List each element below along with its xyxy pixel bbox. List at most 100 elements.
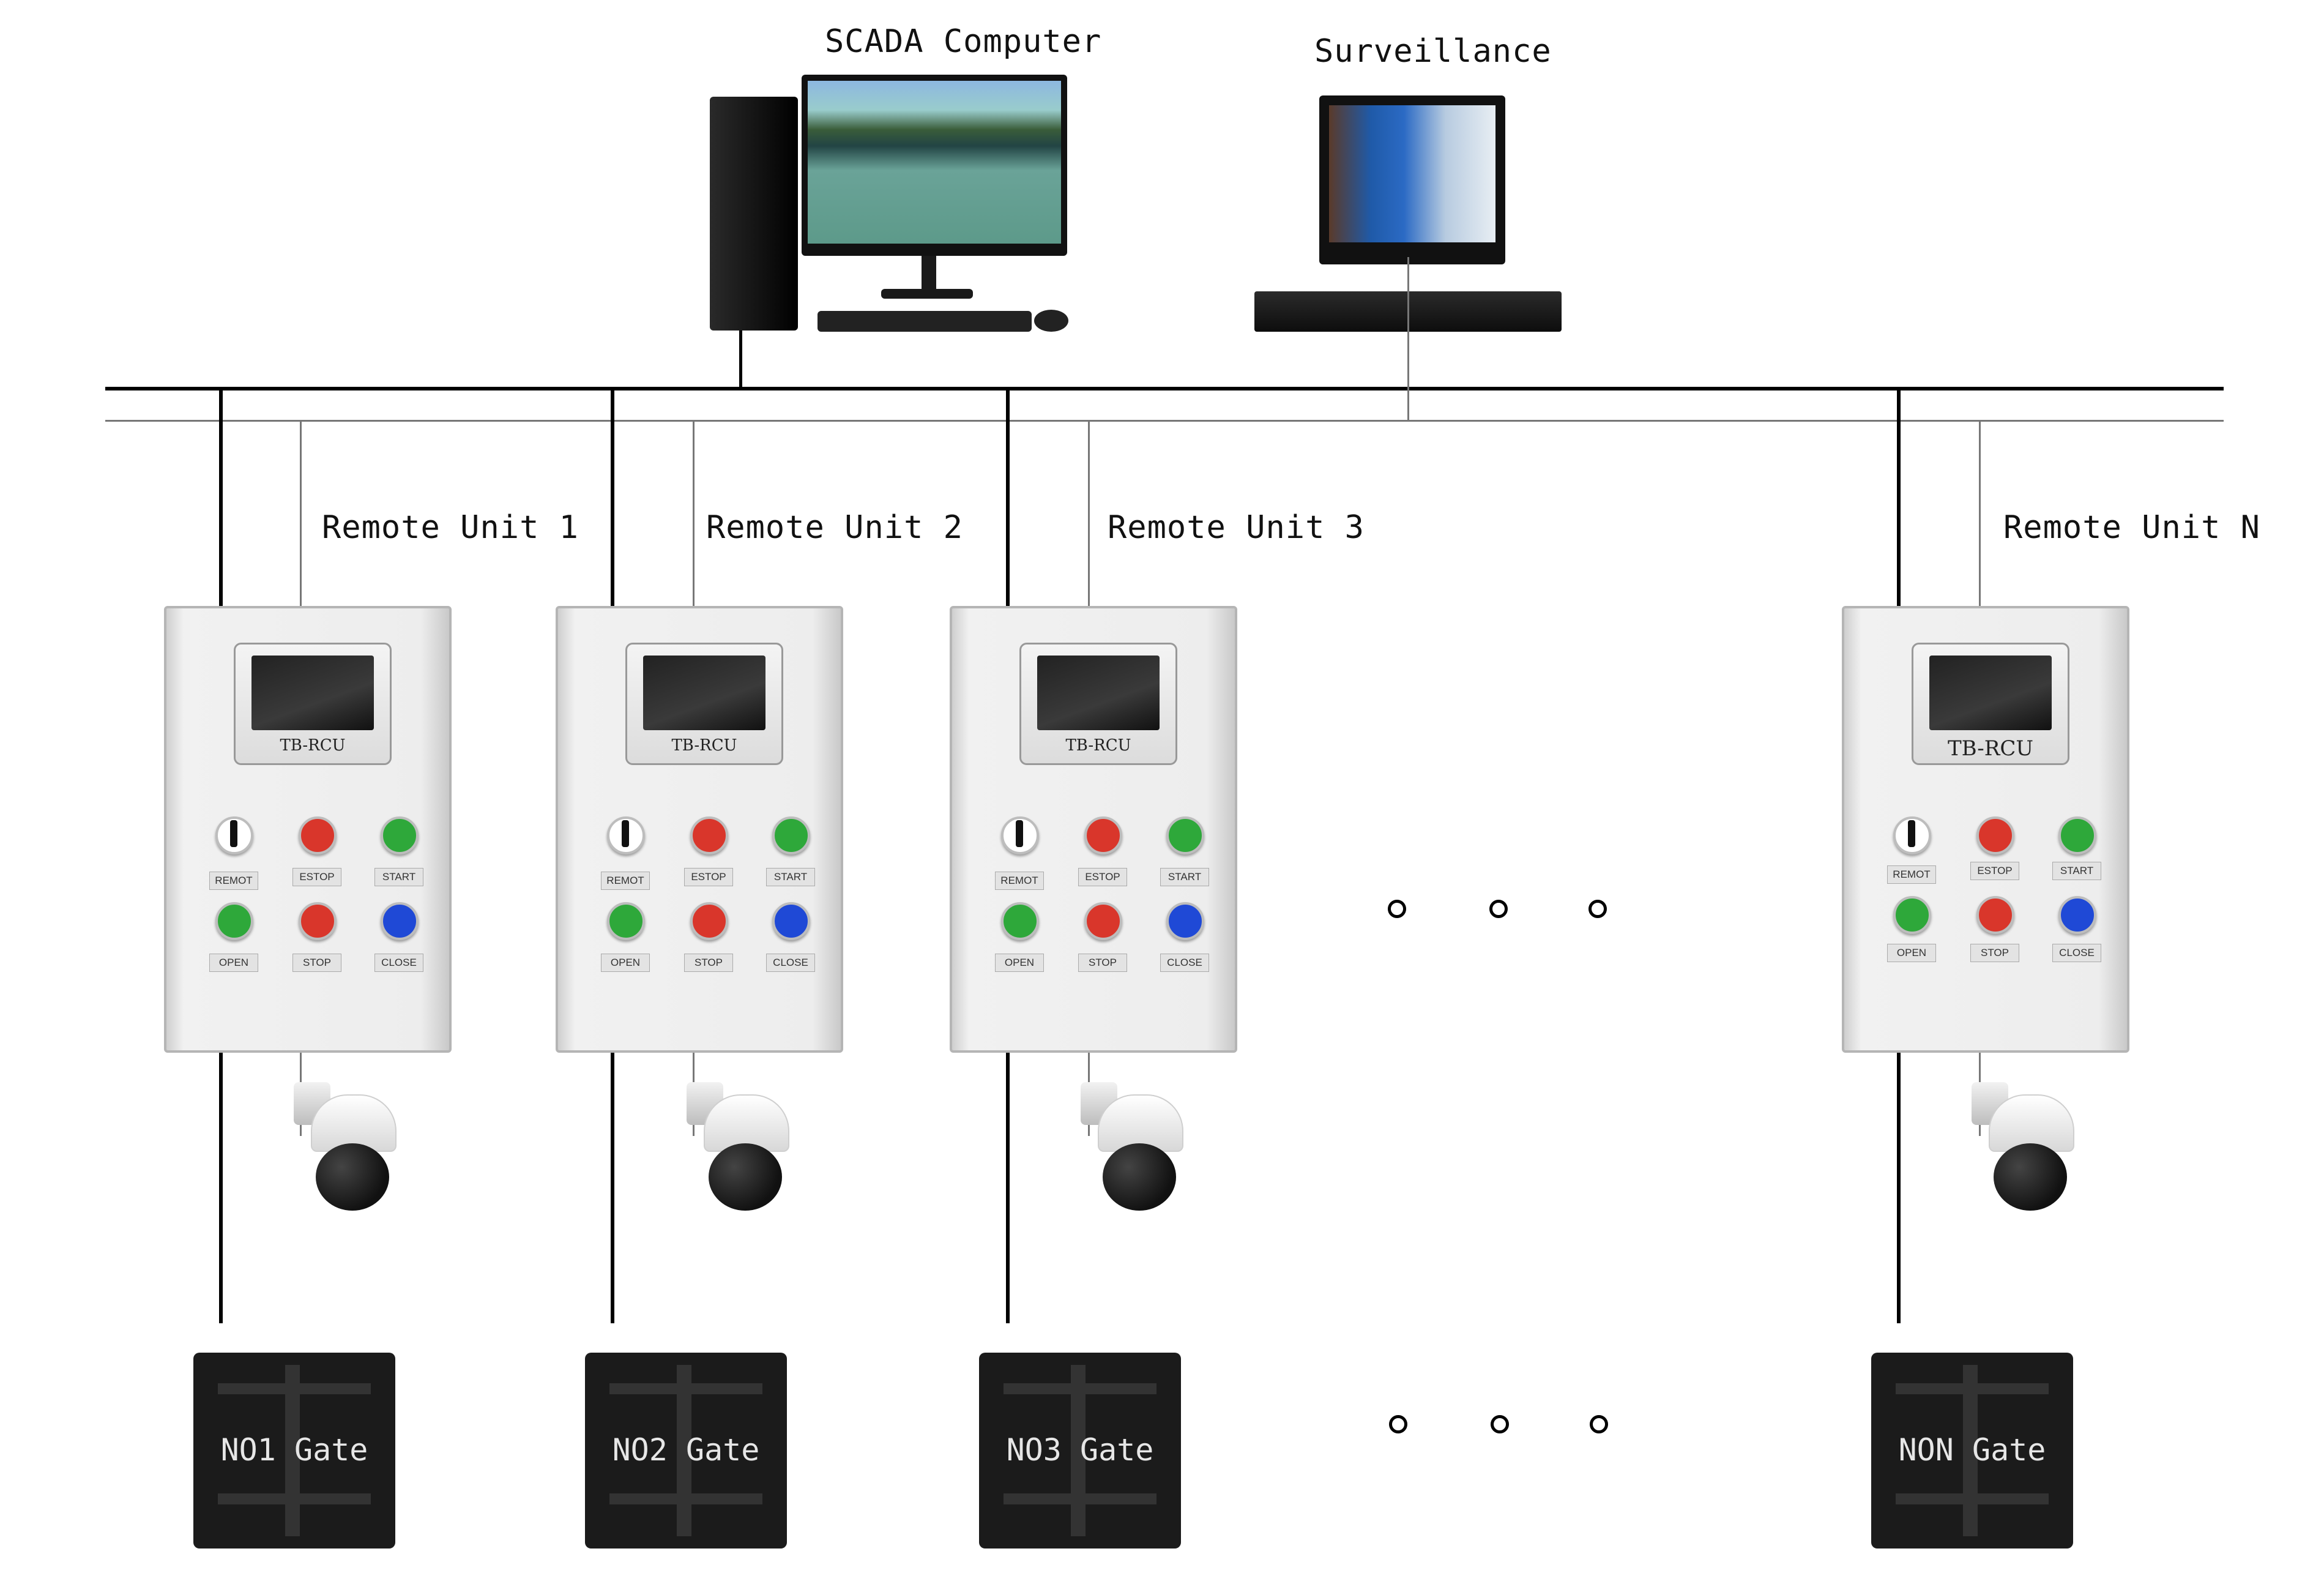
surveillance-label: Surveillance (1314, 33, 1552, 70)
start-button (772, 816, 810, 854)
remote-label: REMOT (995, 872, 1044, 890)
ellipsis-dot (1588, 900, 1607, 918)
stop-button (299, 902, 337, 940)
open-button (215, 902, 253, 940)
gate-1-label: NO1 Gate (220, 1432, 368, 1468)
surveillance-monitor (1319, 95, 1505, 264)
gate-1: NO1 Gate (193, 1340, 395, 1549)
remote-unit-n-panel: TB-RCU REMOT ESTOP START OPEN STOP CLOSE (1842, 606, 2129, 1053)
ellipsis-dot (1389, 1415, 1407, 1433)
hmi-label: TB-RCU (280, 736, 346, 755)
open-button (1893, 896, 1931, 934)
start-button (381, 816, 419, 854)
hmi-label: TB-RCU (1947, 736, 2034, 761)
remote-selector-switch (215, 816, 253, 854)
remote-label: REMOT (601, 872, 650, 890)
estop-label: ESTOP (292, 868, 341, 886)
estop-label: ESTOP (1970, 862, 2019, 880)
ellipsis-dot (1388, 900, 1406, 918)
start-button (2058, 816, 2096, 854)
close-button (381, 902, 419, 940)
start-label: START (1160, 868, 1209, 886)
close-label: CLOSE (2052, 944, 2101, 962)
remote-selector-switch (1893, 816, 1931, 854)
estop-label: ESTOP (1078, 868, 1127, 886)
remote-unit-2-label: Remote Unit 2 (706, 509, 963, 546)
remote-unit-n-label: Remote Unit N (2003, 509, 2260, 546)
remote-label: REMOT (1887, 865, 1936, 884)
remote-unit-3-panel: TB-RCU REMOT ESTOP START OPEN STOP CLOSE (950, 606, 1237, 1053)
stop-button (690, 902, 728, 940)
ptz-camera-3 (1081, 1082, 1185, 1211)
close-label: CLOSE (374, 954, 423, 972)
pc-monitor (802, 75, 1067, 256)
ellipsis-dot (1491, 1415, 1509, 1433)
hmi-screen (1037, 656, 1160, 730)
remote-unit-3-label: Remote Unit 3 (1108, 509, 1365, 546)
start-button (1166, 816, 1204, 854)
remote-selector-switch (1001, 816, 1039, 854)
scada-computer-label: SCADA Computer (825, 23, 1102, 60)
network-bus-video (105, 420, 2224, 422)
estop-button (1976, 816, 2014, 854)
remote-selector-switch (607, 816, 645, 854)
ptz-camera-n (1972, 1082, 2076, 1211)
stop-label: STOP (292, 954, 341, 972)
monitor-stand (922, 256, 936, 293)
open-button (1001, 902, 1039, 940)
open-button (607, 902, 645, 940)
scada-screen-image (808, 81, 1061, 244)
remote-unit-1-label: Remote Unit 1 (322, 509, 579, 546)
hmi-panel: TB-RCU (1019, 643, 1177, 765)
hmi-screen (643, 656, 765, 730)
estop-button (299, 816, 337, 854)
close-label: CLOSE (766, 954, 815, 972)
hmi-label: TB-RCU (1065, 736, 1131, 755)
gate-2-label: NO2 Gate (612, 1432, 760, 1468)
gate-n-label: NON Gate (1898, 1432, 2046, 1468)
stop-label: STOP (684, 954, 733, 972)
gate-3: NO3 Gate (979, 1340, 1181, 1549)
mouse (1034, 310, 1068, 332)
stop-button (1084, 902, 1122, 940)
close-label: CLOSE (1160, 954, 1209, 972)
stop-button (1976, 896, 2014, 934)
surveillance-link (1407, 257, 1409, 421)
ellipsis-dot (1590, 1415, 1608, 1433)
hmi-panel: TB-RCU (1912, 643, 2069, 765)
estop-button (690, 816, 728, 854)
pc-tower (710, 97, 798, 331)
open-label: OPEN (209, 954, 258, 972)
open-label: OPEN (995, 954, 1044, 972)
hmi-screen (251, 656, 374, 730)
hmi-label: TB-RCU (671, 736, 737, 755)
remote-label: REMOT (209, 872, 258, 890)
gate-n: NON Gate (1871, 1340, 2073, 1549)
hmi-screen (1929, 656, 2052, 730)
start-label: START (374, 868, 423, 886)
start-label: START (2052, 862, 2101, 880)
stop-label: STOP (1970, 944, 2019, 962)
remote-unit-2-panel: TB-RCU REMOT ESTOP START OPEN STOP CLOSE (556, 606, 843, 1053)
close-button (772, 902, 810, 940)
network-bus-main (105, 387, 2224, 390)
gate-2: NO2 Gate (585, 1340, 787, 1549)
estop-button (1084, 816, 1122, 854)
remote-unit-1-panel: TB-RCU REMOT ESTOP START OPEN STOP CLOSE (164, 606, 452, 1053)
keyboard (817, 311, 1032, 332)
scada-link (739, 331, 742, 389)
close-button (2058, 896, 2096, 934)
stop-label: STOP (1078, 954, 1127, 972)
open-label: OPEN (601, 954, 650, 972)
hmi-panel: TB-RCU (234, 643, 392, 765)
hmi-panel: TB-RCU (625, 643, 783, 765)
surveillance-screen-image (1329, 105, 1495, 242)
start-label: START (766, 868, 815, 886)
open-label: OPEN (1887, 944, 1936, 962)
estop-label: ESTOP (684, 868, 733, 886)
ptz-camera-1 (294, 1082, 398, 1211)
ellipsis-dot (1489, 900, 1508, 918)
close-button (1166, 902, 1204, 940)
monitor-base (881, 289, 973, 299)
